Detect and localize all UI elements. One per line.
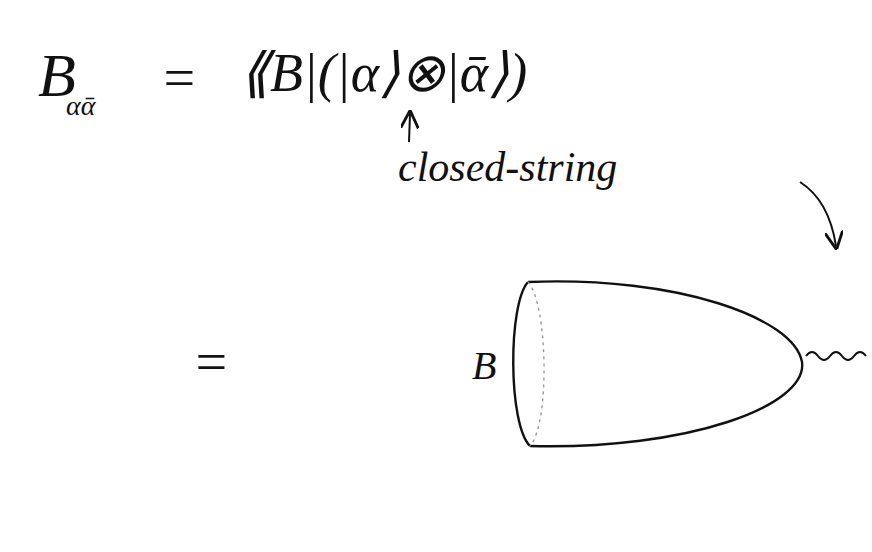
- disk-cap: B: [468, 274, 810, 454]
- annotation-note: closed-string: [398, 146, 617, 188]
- equals-sign: =: [160, 50, 198, 106]
- boundary-state-expression: ⟪B|(|α⟩⊗|ᾱ⟩): [240, 46, 527, 100]
- equals-sign: =: [192, 334, 230, 390]
- closed-string-squiggle: [806, 352, 866, 360]
- leader-arrow: [800, 182, 836, 246]
- leader-arrow: [409, 114, 410, 142]
- cap-dome: [528, 281, 802, 446]
- cap-outline: [468, 274, 810, 454]
- equation-subscript: αᾱ: [66, 92, 95, 120]
- cap-rim-front: [513, 282, 530, 446]
- boundary-label: B: [472, 346, 496, 386]
- cap-rim-back: [528, 282, 544, 446]
